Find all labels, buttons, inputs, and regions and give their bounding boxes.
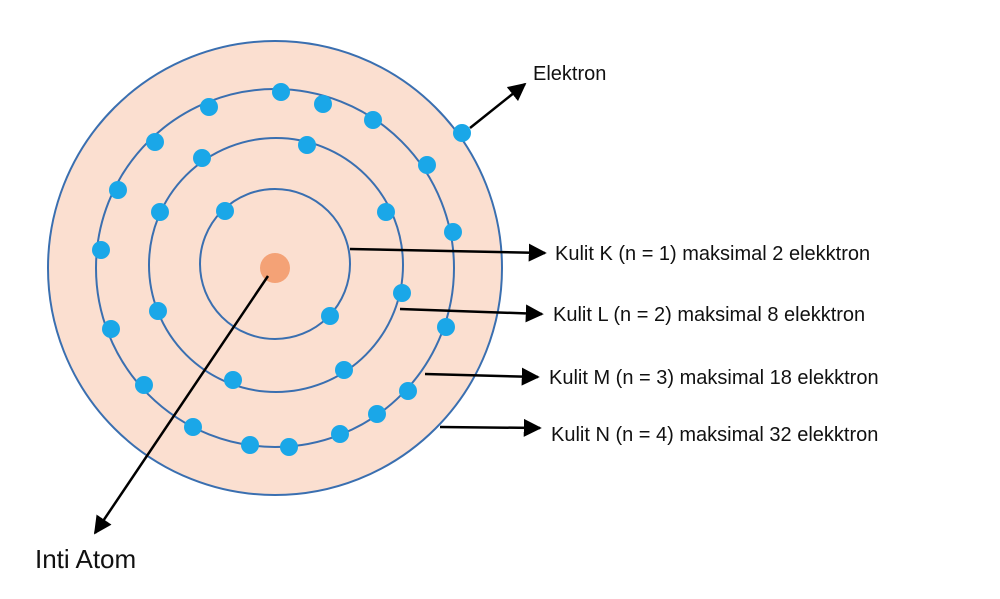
electron-dot xyxy=(200,98,218,116)
shell-m-label: Kulit M (n = 3) maksimal 18 elekktron xyxy=(549,367,879,389)
electron-dot xyxy=(418,156,436,174)
electron-dot xyxy=(184,418,202,436)
electron-dot xyxy=(444,223,462,241)
electron-dot xyxy=(298,136,316,154)
electron-dot xyxy=(393,284,411,302)
electrons-k xyxy=(216,202,339,325)
electron-dot xyxy=(377,203,395,221)
shell-m-arrow xyxy=(424,367,540,386)
electron-label: Elektron xyxy=(533,63,606,85)
electron-dot xyxy=(314,95,332,113)
electron-dot xyxy=(92,241,110,259)
orbit-k xyxy=(199,188,351,340)
shell-k-label: Kulit K (n = 1) maksimal 2 elekktron xyxy=(555,243,870,265)
orbit-l xyxy=(148,137,404,393)
shell-n-arrow xyxy=(439,418,542,437)
electron-dot xyxy=(321,307,339,325)
electron-dot xyxy=(151,203,169,221)
nucleus xyxy=(260,253,290,283)
electron-dot xyxy=(224,371,242,389)
electron-dot xyxy=(193,149,211,167)
electrons-m xyxy=(92,83,462,456)
electrons-l xyxy=(149,136,411,389)
electron-dot xyxy=(335,361,353,379)
electron-dot xyxy=(146,133,164,151)
electron-dot xyxy=(331,425,349,443)
electron-dot xyxy=(272,83,290,101)
shell-n-label: Kulit N (n = 4) maksimal 32 elekktron xyxy=(551,424,878,446)
electron-dot xyxy=(102,320,120,338)
shell-l-arrow xyxy=(399,304,544,323)
nucleus-label: Inti Atom xyxy=(35,544,136,574)
electron-dot-highlight xyxy=(453,124,471,142)
electron-dot xyxy=(364,111,382,129)
electron-dot xyxy=(216,202,234,220)
electron-dot xyxy=(399,382,417,400)
electron-dot xyxy=(368,405,386,423)
electron-dot xyxy=(241,436,259,454)
electron-dot xyxy=(109,181,127,199)
nucleus-arrow xyxy=(93,275,270,535)
shell-k-arrow xyxy=(349,243,547,262)
electron-dot xyxy=(135,376,153,394)
shell-l-label: Kulit L (n = 2) maksimal 8 elekktron xyxy=(553,304,865,326)
electron-dot xyxy=(437,318,455,336)
electron-dot xyxy=(280,438,298,456)
electron-arrow xyxy=(469,82,527,129)
arrows xyxy=(93,82,547,535)
electron-dot xyxy=(149,302,167,320)
